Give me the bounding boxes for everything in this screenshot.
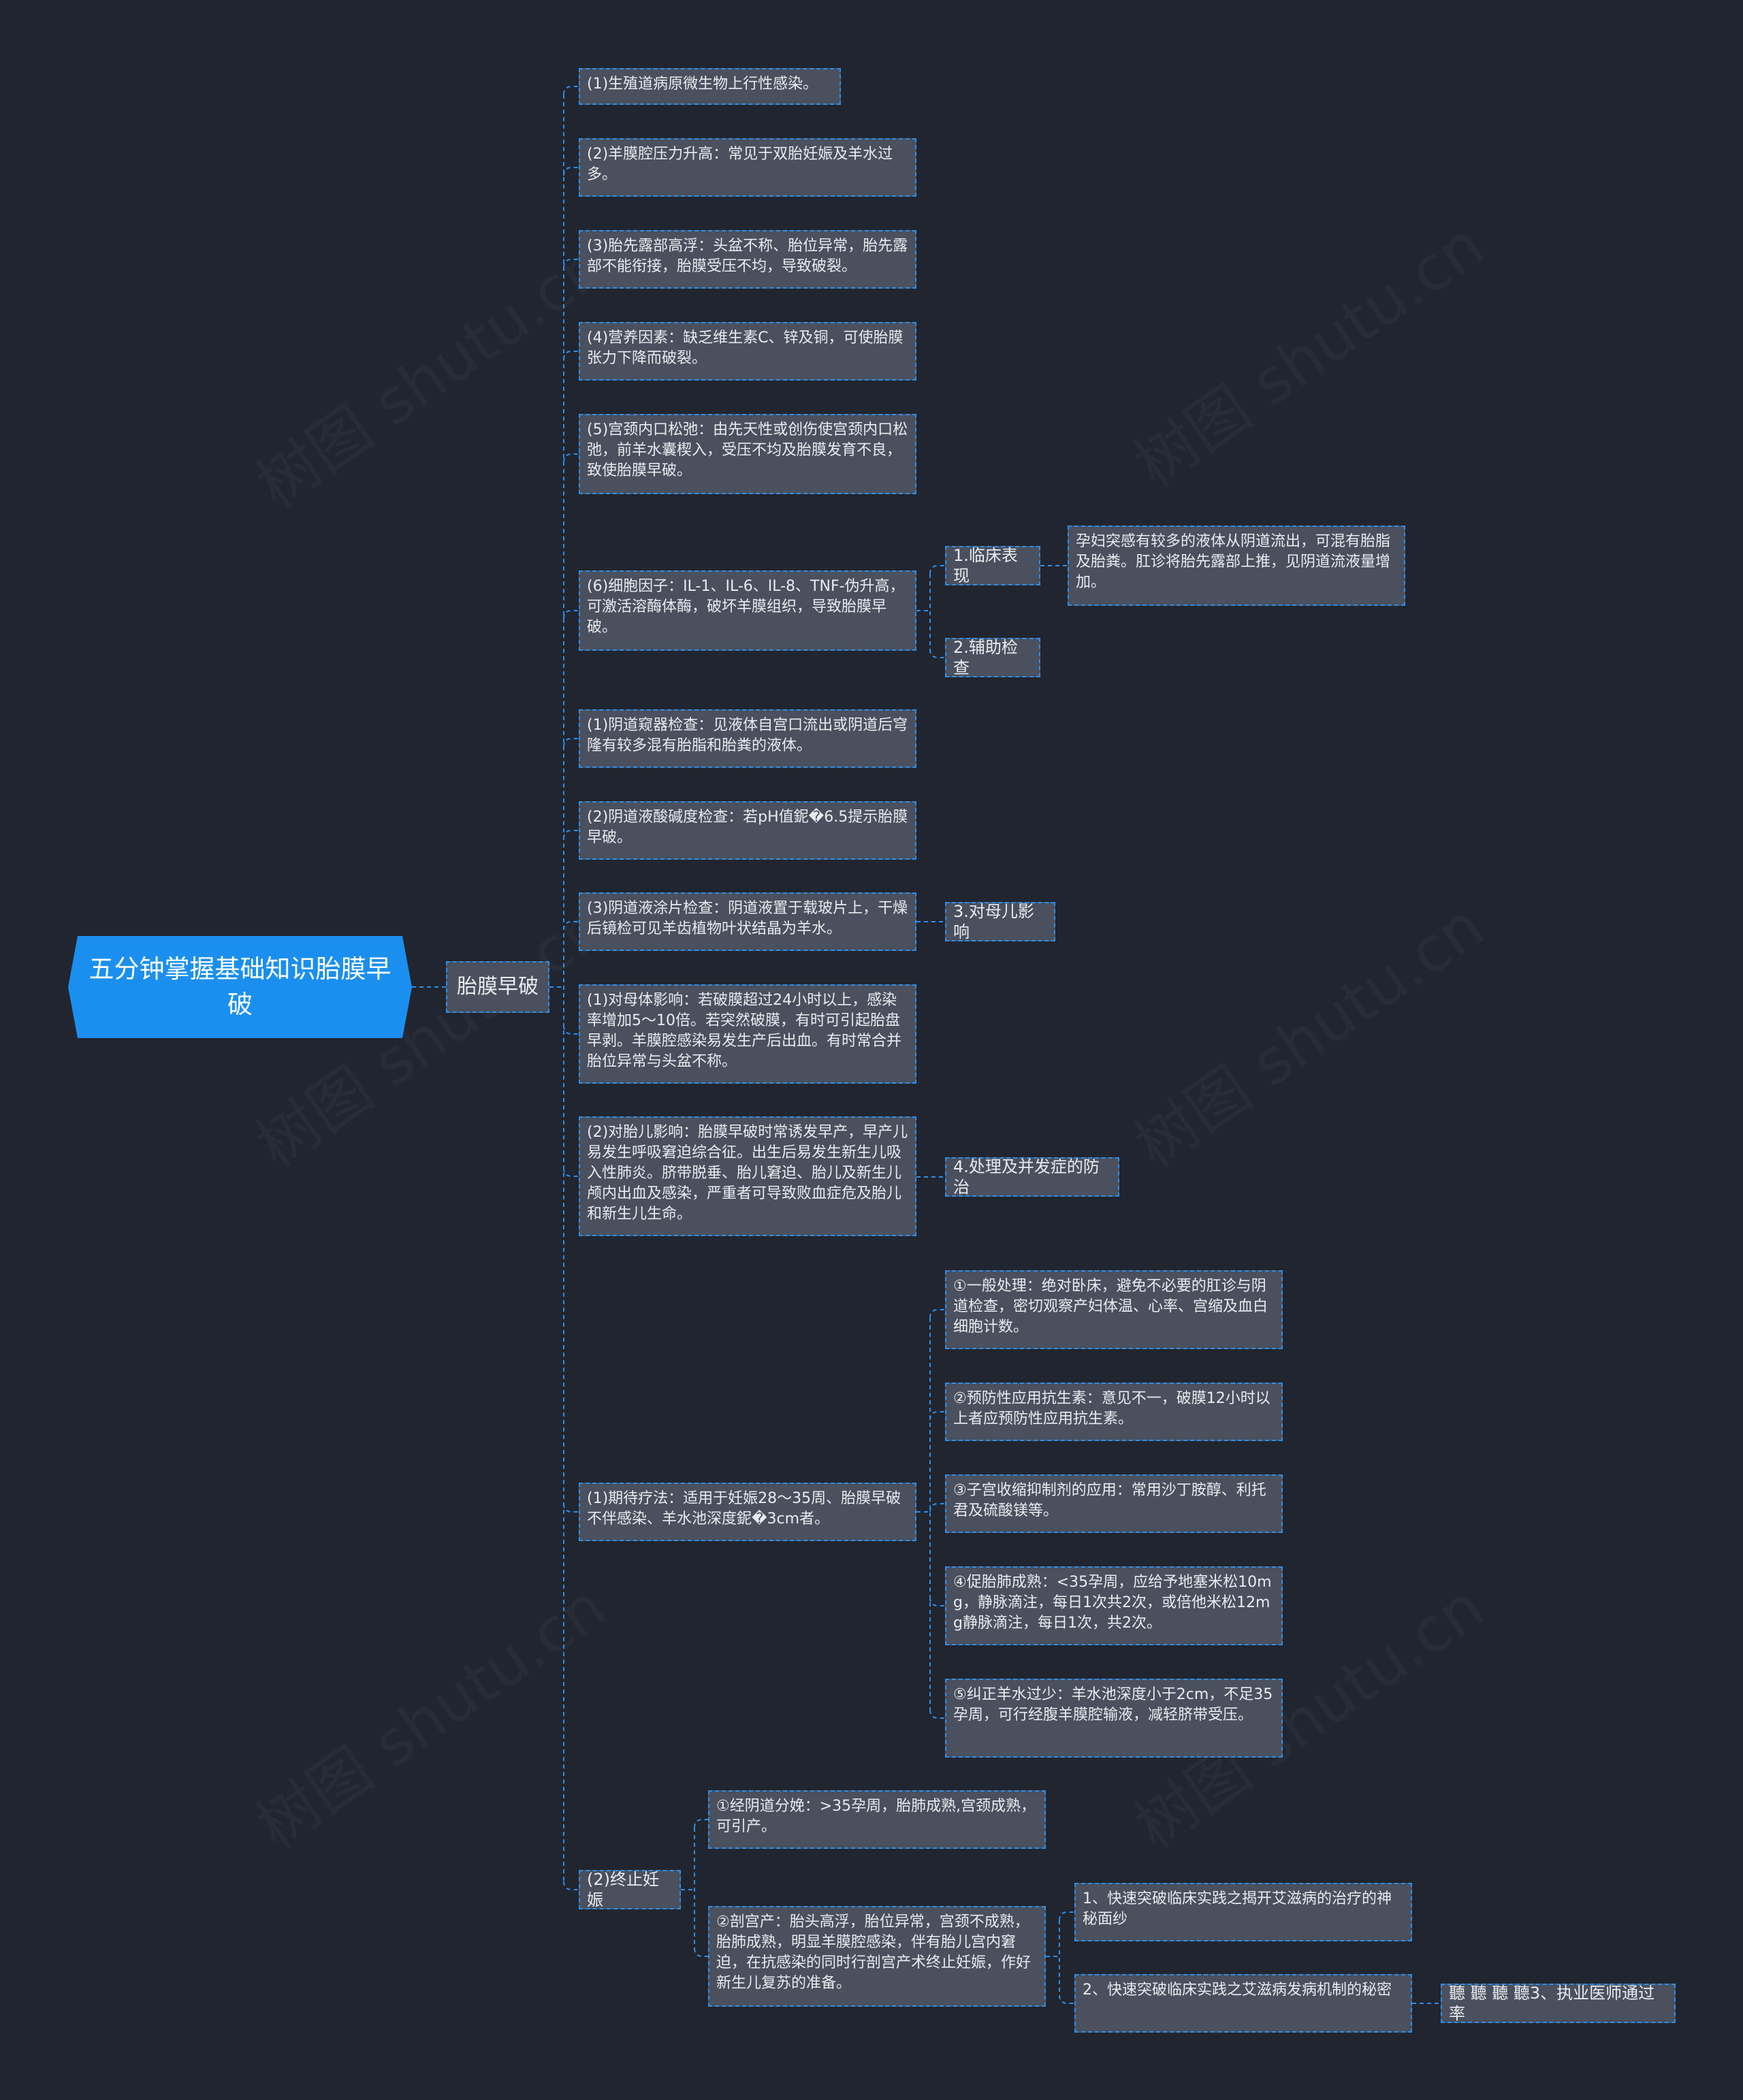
exam-node[interactable]: (3)阴道液涂片检查：阴道液置于载玻片上，干燥后镜检可见羊齿植物叶状结晶为羊水。 xyxy=(579,892,916,951)
clinical-detail[interactable]: 孕妇突感有较多的液体从阴道流出，可混有胎脂及胎粪。肛诊将胎先露部上推，见阴道流液… xyxy=(1068,526,1405,606)
related-link[interactable]: 2、快速突破临床实践之艾滋病发病机制的秘密 xyxy=(1074,1974,1412,2033)
connector-line xyxy=(929,1411,945,1421)
expectant-item[interactable]: ④促胎肺成熟：<35孕周，应给予地塞米松10mg，静脉滴注，每日1次共2次，或倍… xyxy=(945,1566,1283,1645)
cause-node[interactable]: (2)羊膜腔压力升高：常见于双胎妊娠及羊水过多。 xyxy=(579,138,916,197)
connector-line xyxy=(563,351,579,360)
pass-rate-link[interactable]: 聽 聽 聽 聽3、执业医师通过率 xyxy=(1441,1984,1676,2023)
cause-node[interactable]: (1)生殖道病原微生物上行性感染。 xyxy=(579,68,841,105)
connector-line xyxy=(563,1503,579,1513)
cause-node[interactable]: (6)细胞因子：IL-1、IL-6、IL-8、TNF-伪升高，可激活溶酶体酶，破… xyxy=(579,570,916,651)
expectant-item[interactable]: ⑤纠正羊水过少：羊水池深度小于2cm，不足35孕周，可行经腹羊膜腔输液，减轻脐带… xyxy=(945,1679,1283,1758)
cause-node[interactable]: (3)胎先露部高浮：头盆不称、胎位异常，胎先露部不能衔接，胎膜受压不均，导致破裂… xyxy=(579,230,916,289)
expectant-item[interactable]: ③子宫收缩抑制剂的应用：常用沙丁胺醇、利托君及硫酸镁等。 xyxy=(945,1474,1283,1533)
connector-line xyxy=(563,1167,579,1177)
connector-line xyxy=(563,259,579,268)
connector-line xyxy=(563,1881,579,1890)
clinical-label[interactable]: 1.临床表现 xyxy=(945,546,1040,585)
expectant-item[interactable]: ②预防性应用抗生素：意见不一，破膜12小时以上者应预防性应用抗生素。 xyxy=(945,1383,1283,1441)
connector-line xyxy=(563,1025,579,1035)
connector-line xyxy=(929,649,945,658)
cause-node[interactable]: (5)宫颈内口松弛：由先天性或创伤使宫颈内口松弛，前羊水囊楔入，受压不均及胎膜发… xyxy=(579,414,916,494)
connector-line xyxy=(563,830,579,839)
connector-line xyxy=(929,565,945,575)
connector-line xyxy=(563,738,579,747)
connector-line xyxy=(929,1503,945,1513)
exam-node[interactable]: (1)阴道窥器检查：见液体自宫口流出或阴道后穹隆有较多混有胎脂和胎粪的液体。 xyxy=(579,709,916,768)
impact-node[interactable]: (2)对胎儿影响：胎膜早破时常诱发早产，早产儿易发生呼吸窘迫综合征。出生后易发生… xyxy=(579,1116,916,1236)
connector-line xyxy=(563,453,579,463)
treatment-label[interactable]: 4.处理及并发症的防治 xyxy=(945,1157,1119,1197)
connector-line xyxy=(1059,1994,1074,2004)
impact-node[interactable]: (1)对母体影响：若破膜超过24小时以上，感染率增加5～10倍。若突然破膜，有时… xyxy=(579,984,916,1084)
expectant-therapy-node[interactable]: (1)期待疗法：适用于妊娠28～35周、胎膜早破不伴感染、羊水池深度鈮�3cm者… xyxy=(579,1483,916,1541)
connector-line xyxy=(929,1597,945,1606)
connector-line xyxy=(694,1948,708,1957)
impact-label[interactable]: 3.对母儿影响 xyxy=(945,902,1055,941)
cause-node[interactable]: (4)营养因素：缺乏维生素C、锌及铜，可使胎膜张力下降而破裂。 xyxy=(579,322,916,381)
connector-line xyxy=(929,1709,945,1719)
topic-node-premature-rupture[interactable]: 胎膜早破 xyxy=(446,961,549,1013)
exam-node[interactable]: (2)阴道液酸碱度检查：若pH值鈮�6.5提示胎膜早破。 xyxy=(579,801,916,860)
vaginal-delivery-node[interactable]: ①经阴道分娩：>35孕周，胎肺成熟,宫颈成熟，可引产。 xyxy=(708,1790,1046,1849)
root-node[interactable]: 五分钟掌握基础知识胎膜早破 xyxy=(68,936,412,1038)
termination-label[interactable]: (2)终止妊娠 xyxy=(579,1870,681,1909)
related-link[interactable]: 1、快速突破临床实践之揭开艾滋病的治疗的神秘面纱 xyxy=(1074,1883,1412,1941)
cesarean-node[interactable]: ②剖宫产：胎头高浮，胎位异常，宫颈不成熟，胎肺成熟，明显羊膜腔感染，伴有胎儿宫内… xyxy=(708,1906,1046,2007)
expectant-item[interactable]: ①一般处理：绝对卧床，避免不必要的肛诊与阴道检查，密切观察产妇体温、心率、宫缩及… xyxy=(945,1270,1283,1349)
connector-line xyxy=(563,86,579,95)
connector-line xyxy=(563,921,579,931)
connector-line xyxy=(563,167,579,176)
connector-line xyxy=(694,1819,708,1828)
connector-line xyxy=(1059,1911,1074,1921)
connector-line xyxy=(563,610,579,619)
connector-line xyxy=(929,1309,945,1319)
aux-exam-label[interactable]: 2.辅助检查 xyxy=(945,638,1040,677)
